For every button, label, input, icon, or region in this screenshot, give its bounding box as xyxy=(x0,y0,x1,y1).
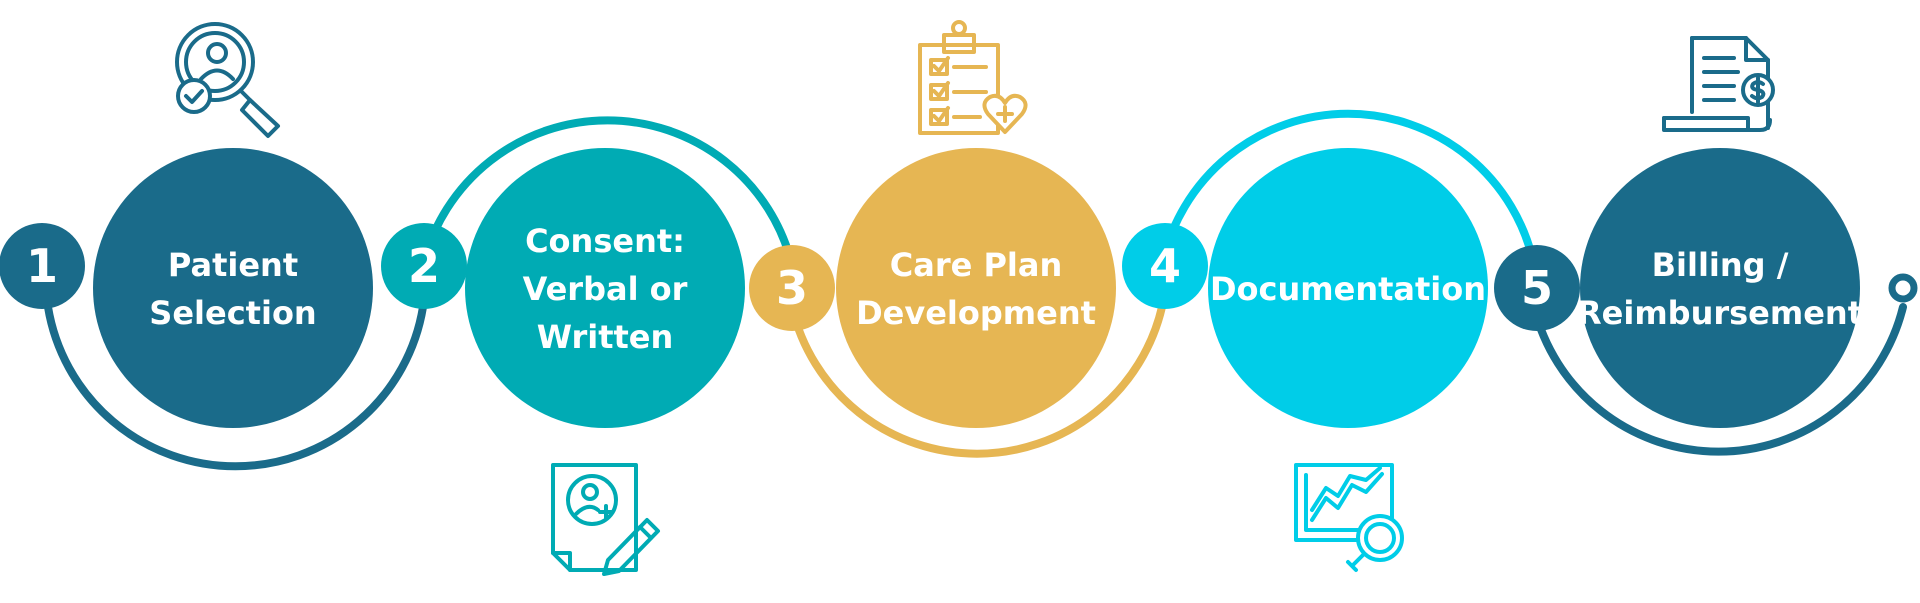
step-label-line: Billing / xyxy=(1652,246,1789,284)
arc-step-3 xyxy=(788,303,1166,458)
step-label-line: Verbal or xyxy=(523,270,688,308)
step-circle xyxy=(465,148,745,428)
step-label-line: Selection xyxy=(149,294,316,332)
signed-consent-form-icon xyxy=(551,463,660,576)
arc-step-1 xyxy=(44,303,427,471)
step-circle xyxy=(1208,148,1488,428)
step-number-badge xyxy=(0,223,85,309)
step-number-badge xyxy=(1494,245,1580,331)
step-number: 1 xyxy=(26,239,58,293)
arc-step-2 xyxy=(419,116,796,269)
step-label-line: Written xyxy=(537,318,674,356)
invoice-dollar-icon xyxy=(1662,36,1775,132)
arc-step-5 xyxy=(1530,303,1907,456)
step-number: 2 xyxy=(408,239,440,293)
checklist-clipboard-heart-icon xyxy=(918,20,1028,135)
step-number: 4 xyxy=(1149,239,1181,293)
step-2: 2 Consent: Verbal or Written xyxy=(381,148,745,428)
connector-arcs xyxy=(44,109,1918,471)
arc-step-4 xyxy=(1158,109,1538,269)
step-label-line: Documentation xyxy=(1210,270,1486,308)
step-label-line: Care Plan xyxy=(890,246,1063,284)
step-circle xyxy=(1580,148,1860,428)
step-number: 3 xyxy=(776,261,808,315)
step-number: 5 xyxy=(1521,261,1553,315)
step-1: 1 Patient Selection xyxy=(0,148,373,428)
patient-search-icon xyxy=(175,22,280,138)
step-label-line: Development xyxy=(856,294,1096,332)
step-circle xyxy=(93,148,373,428)
chart-analysis-icon xyxy=(1294,463,1404,572)
step-label-line: Patient xyxy=(168,246,298,284)
step-5: 5 Billing / Reimbursement xyxy=(1494,148,1863,428)
step-number-badge xyxy=(749,245,835,331)
step-4: 4 Documentation xyxy=(1122,148,1488,428)
step-3: 3 Care Plan Development xyxy=(749,148,1116,428)
step-label-line: Reimbursement xyxy=(1577,294,1863,332)
step-number-badge xyxy=(1122,223,1208,309)
step-label-line: Consent: xyxy=(525,222,685,260)
end-marker xyxy=(1888,273,1918,303)
step-number-badge xyxy=(381,223,467,309)
step-circle xyxy=(836,148,1116,428)
